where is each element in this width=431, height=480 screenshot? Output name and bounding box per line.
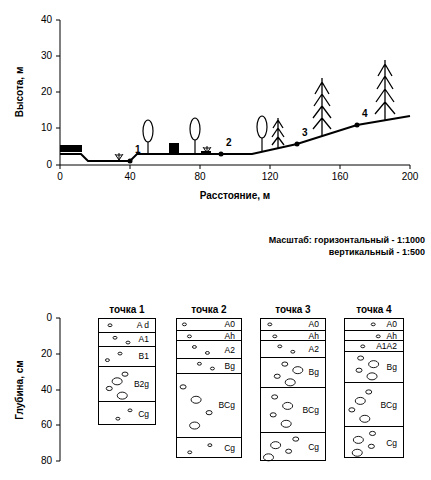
horizon-label: BCg: [380, 400, 397, 410]
soil-column: точка 1A dA1B1B2gCg: [98, 318, 156, 425]
tick-label: 40: [124, 171, 135, 183]
horizon-label: BCg: [302, 405, 319, 415]
soil-horizon: A0: [345, 319, 403, 330]
soil-horizon: A1: [99, 332, 155, 346]
horizon-label: Cg: [308, 442, 319, 452]
horizon-label: Cg: [386, 438, 397, 448]
tick-label: 20: [41, 348, 52, 360]
soil-column: точка 4A0AhA1A2BgBCgCg: [344, 318, 404, 458]
axis-title: Расстояние, м: [200, 190, 271, 202]
point-number: 2: [226, 137, 232, 149]
soil-horizon: Ah: [261, 330, 325, 341]
horizon-label: A d: [137, 320, 149, 330]
soil-horizon: B2g: [99, 366, 155, 402]
tick-label: 80: [194, 171, 205, 183]
tick-label: 0: [57, 171, 63, 183]
horizon-label: Cg: [224, 443, 235, 453]
column-heading: точка 2: [191, 304, 226, 315]
horizon-label: Ah: [387, 331, 397, 341]
soil-horizon: Ah: [177, 330, 241, 341]
column-heading: точка 3: [275, 304, 310, 315]
horizon-label: A1A2: [376, 341, 397, 351]
horizon-label: A0: [225, 319, 235, 329]
horizon-label: A2: [225, 345, 235, 355]
tick-label: 30: [41, 50, 52, 62]
scale-note: Масштаб: горизонтальный - 1:1000: [269, 235, 425, 246]
point-number: 4: [362, 108, 368, 120]
horizon-label: Bg: [225, 361, 235, 371]
soil-horizon: BCg: [177, 373, 241, 437]
soil-horizon: B1: [99, 346, 155, 366]
tick-label: 40: [41, 384, 52, 396]
tick-label: 40: [41, 14, 52, 26]
soil-horizon: A d: [99, 319, 155, 332]
axis-title: Глубина, см: [14, 360, 26, 419]
horizon-label: Cg: [138, 409, 149, 419]
soil-horizon: A2: [261, 340, 325, 356]
horizon-label: BCg: [218, 400, 235, 410]
soil-horizon: Bg: [345, 351, 403, 381]
road-block: [60, 145, 82, 152]
soil-horizon: A0: [261, 319, 325, 330]
horizon-label: A0: [387, 319, 397, 329]
soil-column: точка 3A0AhA2BgBCgCg: [260, 318, 326, 461]
horizon-label: B1: [139, 351, 149, 361]
soil-horizon: A2: [177, 340, 241, 358]
soil-horizon: A1A2: [345, 340, 403, 351]
scale-note: вертикальный - 1:500: [329, 247, 425, 258]
soil-horizon: Ah: [345, 330, 403, 341]
axis-title: Высота, м: [14, 67, 26, 118]
horizon-label: Ah: [225, 331, 235, 341]
tick-label: 60: [41, 419, 52, 431]
soil-horizon: A0: [177, 319, 241, 330]
horizon-label: A2: [309, 344, 319, 354]
tick-label: 80: [41, 455, 52, 467]
tick-label: 20: [41, 86, 52, 98]
building-block: [169, 143, 179, 153]
horizon-label: A0: [309, 319, 319, 329]
soil-horizon: Cg: [99, 401, 155, 426]
point-number: 3: [302, 127, 308, 139]
soil-horizon: Cg: [345, 426, 403, 458]
point-number: 1: [135, 144, 141, 156]
tick-label: 120: [262, 171, 279, 183]
column-heading: точка 1: [109, 304, 144, 315]
ground-line: [60, 116, 410, 161]
horizon-label: B2g: [134, 379, 149, 389]
tick-label: 10: [41, 122, 52, 134]
soil-horizon: Cg: [261, 432, 325, 462]
soil-horizon: BCg: [261, 387, 325, 432]
column-heading: точка 4: [356, 304, 391, 315]
tick-label: 0: [46, 312, 52, 324]
horizon-label: Bg: [309, 367, 319, 377]
soil-horizon: BCg: [345, 382, 403, 427]
horizon-label: Ah: [309, 331, 319, 341]
horizon-label: Bg: [387, 362, 397, 372]
soil-horizon: Bg: [177, 358, 241, 372]
soil-horizon: Bg: [261, 357, 325, 387]
soil-horizon: Cg: [177, 437, 241, 458]
tick-label: 200: [402, 171, 419, 183]
tick-label: 0: [46, 159, 52, 171]
x-axis: [60, 165, 410, 166]
soil-column: точка 2A0AhA2BgBCgCg: [176, 318, 242, 458]
tick-label: 160: [332, 171, 349, 183]
horizon-label: A1: [139, 334, 149, 344]
